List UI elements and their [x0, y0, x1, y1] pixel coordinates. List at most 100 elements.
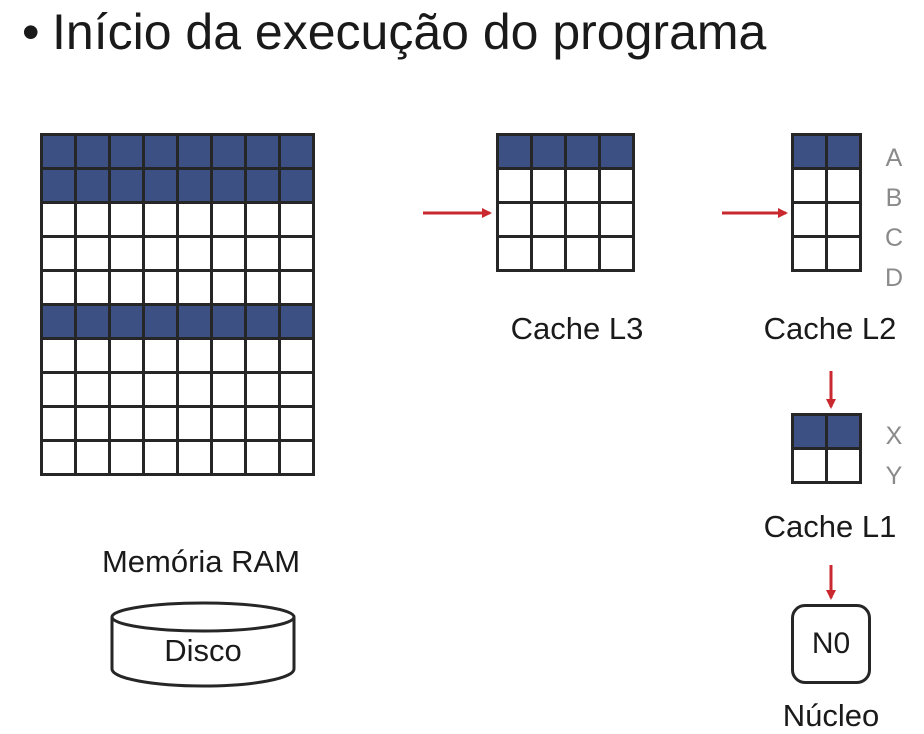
cache-l3-cell: [530, 201, 567, 238]
ram-cell: [40, 405, 77, 442]
title-text: Início da execução do programa: [52, 4, 767, 60]
cache-l2-grid: [791, 133, 862, 272]
ram-row: [40, 133, 315, 170]
ram-cell: [210, 201, 247, 238]
cache-l3-cell: [564, 133, 601, 170]
cache-l2-cell: [825, 167, 862, 204]
ram-cell: [278, 235, 315, 272]
ram-cell: [176, 303, 213, 340]
ram-cell: [74, 303, 111, 340]
cache-l2-row: [791, 235, 862, 272]
ram-cell: [74, 269, 111, 306]
cache-l2-cell: [791, 167, 828, 204]
ram-cell: [244, 405, 281, 442]
core-label: Núcleo: [782, 698, 880, 733]
cache-l3-cell: [598, 235, 635, 272]
ram-cell: [40, 133, 77, 170]
ram-cell: [108, 303, 145, 340]
cache-l3-cell: [496, 201, 533, 238]
ram-cell: [74, 235, 111, 272]
ram-cell: [74, 167, 111, 204]
ram-cell: [278, 133, 315, 170]
ram-cell: [244, 167, 281, 204]
ram-cell: [210, 405, 247, 442]
ram-cell: [142, 133, 179, 170]
ram-cell: [108, 201, 145, 238]
ram-cell: [108, 167, 145, 204]
cache-l2-cell: [791, 133, 828, 170]
cache-l1-cell: [791, 413, 828, 450]
ram-cell: [210, 235, 247, 272]
ram-cell: [210, 133, 247, 170]
disk-label: Disco: [164, 633, 242, 668]
ram-cell: [176, 133, 213, 170]
cache-l2-cell: [791, 201, 828, 238]
core-name: N0: [811, 627, 851, 660]
ram-cell: [40, 201, 77, 238]
cache-l2-cell: [825, 235, 862, 272]
cache-l2-row: [791, 201, 862, 238]
cache-l2-row-label-d: D: [884, 264, 904, 292]
ram-cell: [74, 405, 111, 442]
ram-row: [40, 337, 315, 374]
cache-l2-row: [791, 133, 862, 170]
ram-cell: [176, 201, 213, 238]
slide-title: •Início da execução do programa: [22, 2, 766, 62]
ram-cell: [142, 439, 179, 476]
cache-l2-label: Cache L2: [763, 311, 897, 346]
ram-row: [40, 303, 315, 340]
disk-icon: [110, 601, 296, 688]
ram-cell: [40, 269, 77, 306]
cache-l3-cell: [530, 133, 567, 170]
cache-l3-cell: [598, 201, 635, 238]
cache-l3-cell: [496, 167, 533, 204]
ram-cell: [108, 235, 145, 272]
ram-cell: [244, 439, 281, 476]
ram-row: [40, 235, 315, 272]
cache-l3-row: [496, 201, 635, 238]
ram-cell: [108, 439, 145, 476]
cache-l3-cell: [564, 235, 601, 272]
cache-l3-cell: [496, 133, 533, 170]
ram-cell: [142, 371, 179, 408]
ram-cell: [210, 371, 247, 408]
ram-cell: [142, 201, 179, 238]
ram-row: [40, 405, 315, 442]
ram-cell: [108, 371, 145, 408]
cache-l2-row-label-a: A: [885, 144, 903, 172]
cache-l1-grid: [791, 413, 862, 484]
ram-cell: [74, 201, 111, 238]
cache-l3-cell: [530, 235, 567, 272]
cache-l2-cell: [825, 133, 862, 170]
cache-l1-row-label-x: X: [885, 422, 903, 450]
cache-l3-grid: [496, 133, 635, 272]
ram-cell: [176, 439, 213, 476]
ram-cell: [278, 337, 315, 374]
cache-l3-cell: [564, 167, 601, 204]
cache-l2-cell: [825, 201, 862, 238]
ram-cell: [244, 303, 281, 340]
ram-row: [40, 201, 315, 238]
ram-cell: [278, 405, 315, 442]
ram-cell: [176, 405, 213, 442]
ram-cell: [176, 371, 213, 408]
ram-row: [40, 167, 315, 204]
cache-l2-row-label-b: B: [885, 184, 903, 212]
cache-l3-cell: [564, 201, 601, 238]
ram-cell: [278, 371, 315, 408]
ram-cell: [40, 337, 77, 374]
ram-cell: [176, 337, 213, 374]
ram-cell: [74, 371, 111, 408]
cache-l1-row: [791, 447, 862, 484]
ram-cell: [108, 405, 145, 442]
cache-l1-cell: [791, 447, 828, 484]
ram-cell: [40, 303, 77, 340]
ram-cell: [278, 167, 315, 204]
cache-l3-row: [496, 167, 635, 204]
ram-cell: [278, 303, 315, 340]
ram-cell: [74, 337, 111, 374]
ram-row: [40, 371, 315, 408]
ram-cell: [40, 235, 77, 272]
ram-cell: [108, 337, 145, 374]
